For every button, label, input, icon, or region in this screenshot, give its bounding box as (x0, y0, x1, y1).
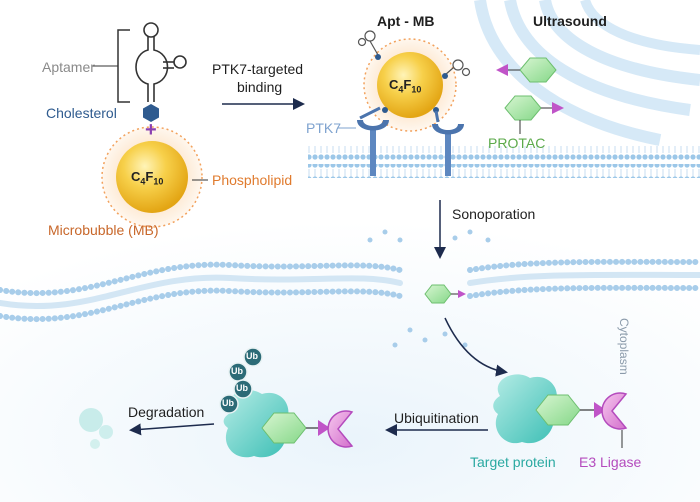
cell-membrane-top (308, 146, 700, 178)
aptamer-bracket (117, 29, 130, 103)
apt-mb-aptamers (357, 30, 471, 77)
target-protein-label: Target protein (470, 454, 556, 470)
entry-curved-arrow (444, 317, 508, 377)
microbubble-label: Microbubble (MB) (48, 222, 159, 238)
protac-label: PROTAC (488, 135, 546, 151)
apt-mb-formula: C4F10 (389, 77, 422, 95)
aptamer-structure (135, 22, 187, 102)
ptk7-label: PTK7 (306, 120, 342, 136)
degraded-fragments (79, 408, 113, 449)
plus-sign: + (145, 119, 157, 141)
binding-label-line1: PTK7-targeted (212, 61, 304, 77)
ub-label-3: Ub (236, 383, 248, 393)
protac-molecule-upper (496, 57, 557, 83)
sonoporation-label: Sonoporation (452, 206, 536, 222)
microbubble-formula: C4F10 (131, 169, 164, 187)
ub-label-1: Ub (246, 351, 258, 361)
e3-ligase-label: E3 Ligase (579, 454, 642, 470)
ultrasound-label: Ultrasound (533, 13, 607, 29)
ubiquitination-label: Ubiquitination (394, 410, 479, 426)
protac-molecule-lower (504, 95, 564, 121)
ub-label-2: Ub (231, 366, 243, 376)
ubiquitin-chain (219, 347, 263, 414)
ternary-complex-left (223, 390, 354, 458)
apt-mb-label: Apt - MB (377, 13, 435, 29)
cell-membrane-wavy (0, 258, 700, 323)
degradation-label: Degradation (128, 404, 205, 420)
ub-label-4: Ub (222, 398, 234, 408)
cholesterol-label: Cholesterol (46, 105, 117, 121)
cholesterol-hexagon (143, 104, 159, 122)
microbubble (101, 126, 203, 228)
ptk7-receptor-right (432, 110, 464, 176)
ternary-complex-right (493, 374, 628, 444)
phospholipid-label: Phospholipid (212, 172, 293, 188)
degradation-arrow (129, 423, 215, 436)
ultrasound-waves (474, 0, 700, 146)
protac-in-pore (424, 284, 466, 304)
ptk7-receptor-left (357, 106, 389, 176)
aptamer-label: Aptamer (42, 59, 95, 75)
cytoplasm-label: Cytoplasm (617, 318, 631, 375)
cytoplasm-background (0, 190, 700, 502)
binding-label-line2: binding (237, 79, 283, 95)
scattered-lipids (367, 229, 491, 348)
